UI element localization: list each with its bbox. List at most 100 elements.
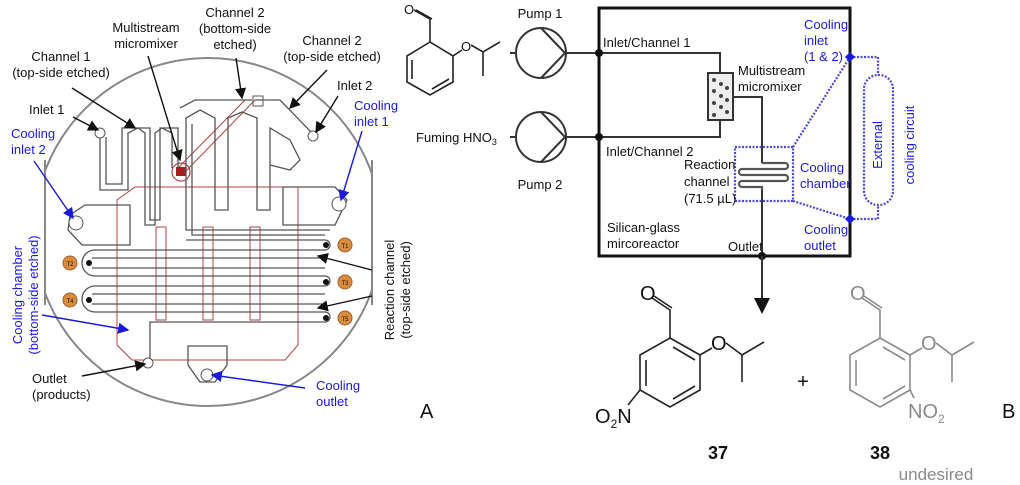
label-cooling-chamber: Cooling: [800, 160, 844, 175]
label-channel2-top: Channel 2: [302, 33, 361, 48]
label-inlet2: Inlet 2: [337, 78, 372, 93]
junction-dot: [595, 49, 603, 57]
label-cooling-inlet1: Cooling: [354, 98, 398, 113]
compound-number-38: 38: [870, 443, 890, 463]
svg-text:T2: T2: [66, 262, 74, 268]
external-cooling-circuit: [862, 73, 895, 207]
svg-text:(71.5 µL): (71.5 µL): [684, 191, 736, 206]
svg-text:inlet 1: inlet 1: [354, 114, 389, 129]
label-inlet-channel1: Inlet/Channel 1: [603, 35, 690, 50]
plus-sign: +: [797, 371, 809, 393]
svg-text:(bottom-side: (bottom-side: [199, 21, 271, 36]
reaction-channel-lanes: [81, 239, 331, 369]
cooling-outlet-port: [200, 368, 214, 382]
svg-text:inlet: inlet: [804, 33, 828, 48]
label-cooling-chamber: Cooling chamber: [10, 245, 25, 344]
cooling-outlet-pad: [187, 345, 228, 383]
label-reactor: Silican-glass: [607, 220, 680, 235]
reaction-line: [733, 96, 763, 256]
label-inlet-channel2: Inlet/Channel 2: [606, 144, 693, 159]
channel1-serpentine: [99, 127, 173, 226]
undesired-label: undesired: [899, 465, 974, 484]
svg-text:etched): etched): [213, 37, 256, 52]
inlet2-port: [307, 130, 319, 142]
label-channel1: Channel 1: [31, 49, 90, 64]
cooling-connection: [792, 56, 851, 221]
cooling-inlet1-pad: [282, 186, 348, 226]
reaction-coil: [737, 161, 790, 190]
svg-text:outlet: outlet: [316, 394, 348, 409]
svg-text:T5: T5: [341, 317, 349, 323]
label-inlet1: Inlet 1: [29, 102, 64, 117]
thermocouple-t3: T3: [323, 274, 353, 290]
label-fuming-hno3: Fuming HNO3: [416, 130, 497, 147]
nitro-group: NO2: [908, 401, 945, 426]
channel2-serpentine: [185, 99, 330, 231]
svg-text:mircoreactor: mircoreactor: [607, 236, 680, 251]
panel-a-arrows: [33, 55, 373, 389]
cooling-outlet-node: [845, 214, 855, 224]
label-pump1: Pump 1: [518, 6, 563, 21]
micromixer-symbol: [707, 72, 734, 121]
cooling-chamber-outline: [116, 186, 299, 361]
label-reaction-channel: Reaction channel: [382, 240, 397, 341]
thermocouple-t1: T1: [323, 237, 353, 253]
svg-text:O: O: [921, 333, 937, 355]
svg-text:(top-side etched): (top-side etched): [283, 49, 381, 64]
starting-material-structure: O O: [404, 2, 501, 96]
svg-text:channel: channel: [684, 174, 730, 189]
channel2-serpentine-outer: [179, 99, 325, 236]
svg-text:outlet: outlet: [804, 238, 836, 253]
feed-line-2: [510, 120, 721, 138]
svg-text:chamber: chamber: [800, 176, 851, 191]
thermocouple-t5: T5: [323, 310, 353, 326]
cooling-rib: [155, 226, 167, 321]
svg-text:(products): (products): [32, 387, 91, 402]
panel-label-a: A: [420, 401, 434, 423]
svg-text:inlet 2: inlet 2: [11, 142, 46, 157]
label-cooling-circuit: cooling circuit: [902, 105, 917, 184]
chip-layout: T1 T2 T3 T4 T5: [44, 57, 373, 407]
label-cooling-outlet: Cooling: [804, 222, 848, 237]
chip-wafer-outline: [45, 57, 372, 407]
label-reaction-channel: Reaction: [684, 157, 735, 172]
svg-text:(top-side etched): (top-side etched): [398, 241, 413, 339]
micromixer: [171, 162, 191, 182]
cooling-chamber-box: [733, 145, 795, 203]
cooling-rib: [249, 226, 261, 321]
svg-text:(top-side etched): (top-side etched): [12, 65, 110, 80]
product-37-structure: O O O2N: [595, 283, 765, 431]
reactor-box: [597, 6, 852, 258]
svg-text:O: O: [850, 283, 866, 305]
label-micromixer: Multistream: [738, 63, 805, 78]
nitro-group: O2N: [595, 406, 632, 431]
panel-label-b: B: [1002, 401, 1015, 423]
svg-text:(bottom-side etched): (bottom-side etched): [26, 235, 41, 354]
channel2-bottom-etched: [177, 99, 256, 173]
label-micromixer: micromixer: [114, 36, 178, 51]
label-outlet: Outlet: [32, 371, 67, 386]
junction-dot: [595, 133, 603, 141]
channel2-junction: [252, 95, 264, 107]
pump1-symbol: [515, 27, 567, 79]
thermocouple-t4: T4: [62, 292, 92, 308]
cooling-inlet2-port: [68, 215, 84, 231]
svg-text:T3: T3: [341, 281, 349, 287]
label-cooling-outlet: Cooling: [316, 378, 360, 393]
label-multistream: Multistream: [112, 20, 179, 35]
label-outlet: Outlet: [728, 239, 763, 254]
label-pump2: Pump 2: [518, 177, 563, 192]
micromixer-core: [176, 167, 186, 176]
panel-b-labels: Inlet/Channel 1 Inlet/Channel 2 Multistr…: [603, 17, 1015, 423]
feed-line-1: [510, 52, 721, 73]
label-cooling-inlet2: Cooling: [11, 126, 55, 141]
svg-text:T1: T1: [341, 244, 349, 250]
external-cooling-loop: [850, 55, 880, 221]
svg-text:micromixer: micromixer: [738, 79, 802, 94]
svg-text:O: O: [711, 333, 727, 355]
svg-text:O: O: [640, 283, 656, 305]
svg-text:O: O: [404, 2, 414, 17]
cooling-inlet1-port: [331, 196, 347, 212]
pump2-symbol: [515, 111, 567, 163]
